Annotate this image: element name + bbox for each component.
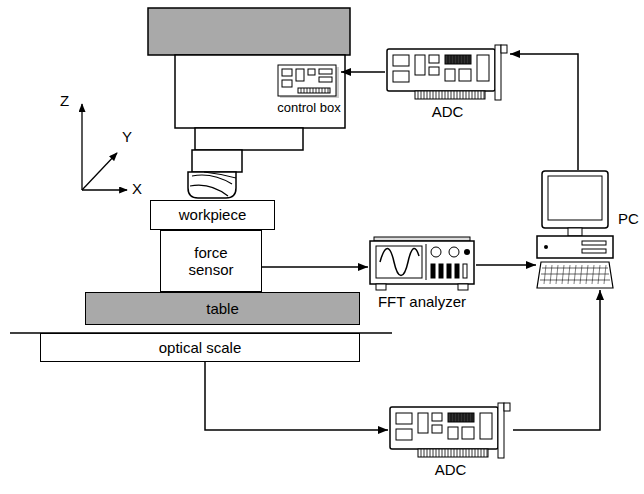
node-label: ADC <box>435 461 467 478</box>
axis-label: Z <box>60 92 69 109</box>
node-label: ADC <box>432 103 464 120</box>
table-box: table <box>85 292 360 325</box>
head-top <box>148 8 350 55</box>
force-sensor-box: force sensor <box>160 230 262 292</box>
pc: PC <box>536 170 639 290</box>
signal-arrow <box>262 266 368 268</box>
axis-triad <box>82 104 127 190</box>
node-label: force sensor <box>178 244 244 279</box>
node-label: table <box>206 300 239 317</box>
pc-icon <box>536 170 614 290</box>
adc-icon <box>385 44 510 102</box>
workpiece-box: workpiece <box>150 200 275 230</box>
node-label: optical scale <box>159 339 242 356</box>
ctrl-icon <box>277 64 341 100</box>
node-label: workpiece <box>179 206 247 223</box>
end-mill <box>188 172 236 198</box>
tool-holder <box>192 150 242 172</box>
adc-card: ADC <box>388 402 513 478</box>
adc-icon <box>388 402 513 460</box>
optical-scale-box: optical scale <box>40 333 360 362</box>
axis-label: X <box>132 180 142 197</box>
signal-arrow <box>513 290 600 430</box>
adc-card: ADC <box>385 44 510 120</box>
node-label: FFT analyzer <box>378 293 466 310</box>
axis-label: Y <box>122 128 132 145</box>
signal-arrow <box>476 264 536 266</box>
node-label: control box <box>277 101 341 116</box>
signal-arrow <box>510 54 578 170</box>
fft-analyzer: FFT analyzer <box>368 236 476 310</box>
signal-arrow <box>341 71 385 73</box>
signal-arrow <box>205 362 388 430</box>
node-label: PC <box>618 210 639 227</box>
spindle-nose <box>195 128 303 150</box>
fft-icon <box>368 236 476 292</box>
control-box: control box <box>277 64 341 116</box>
spindle-head <box>175 55 345 128</box>
